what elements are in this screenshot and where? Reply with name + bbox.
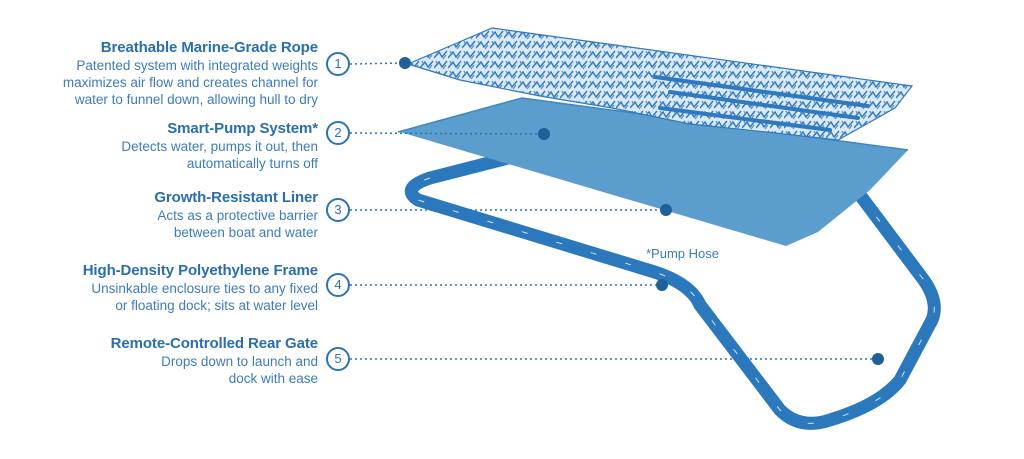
callout-pump: Smart-Pump System* Detects water, pumps … — [18, 119, 318, 172]
callout-gate: Remote-Controlled Rear Gate Drops down t… — [18, 334, 318, 387]
callout-title: Breathable Marine-Grade Rope — [100, 39, 318, 56]
number-badge-4: 4 — [326, 273, 350, 297]
callout-desc-line: Drops down to launch and — [161, 354, 318, 369]
callout-liner: Growth-Resistant Liner Acts as a protect… — [18, 188, 318, 241]
callout-desc-line: Patented system with integrated weights — [76, 58, 318, 73]
number-badge-2: 2 — [326, 121, 350, 145]
number-badge-5: 5 — [326, 347, 350, 371]
callout-desc-line: between boat and water — [173, 225, 318, 240]
callout-title: High-Density Polyethylene Frame — [82, 262, 318, 279]
callout-frame: High-Density Polyethylene Frame Unsinkab… — [18, 261, 318, 314]
callout-desc-line: Unsinkable enclosure ties to any fixed — [91, 281, 318, 296]
callout-rope: Breathable Marine-Grade Rope Patented sy… — [18, 38, 318, 108]
callout-desc-line: maximizes air flow and creates channel f… — [62, 75, 318, 90]
callout-desc-line: automatically turns off — [186, 156, 318, 171]
callout-title: Growth-Resistant Liner — [154, 189, 318, 206]
leader-lines — [349, 62, 878, 360]
leader-dots — [399, 57, 884, 365]
callout-title: Smart-Pump System* — [167, 120, 318, 137]
number-badge-1: 1 — [326, 52, 350, 76]
callout-title: Remote-Controlled Rear Gate — [110, 335, 318, 352]
hose-label: *Pump Hose — [646, 246, 719, 261]
marine-grade-rope-net — [406, 27, 914, 141]
callout-desc-line: water to funnel down, allowing hull to d… — [74, 92, 318, 107]
callout-desc-line: or floating dock; sits at water level — [115, 298, 318, 313]
callout-desc-line: Detects water, pumps it out, then — [121, 139, 318, 154]
number-badge-3: 3 — [326, 198, 350, 222]
callout-desc-line: Acts as a protective barrier — [157, 208, 318, 223]
callout-desc-line: dock with ease — [228, 371, 318, 386]
